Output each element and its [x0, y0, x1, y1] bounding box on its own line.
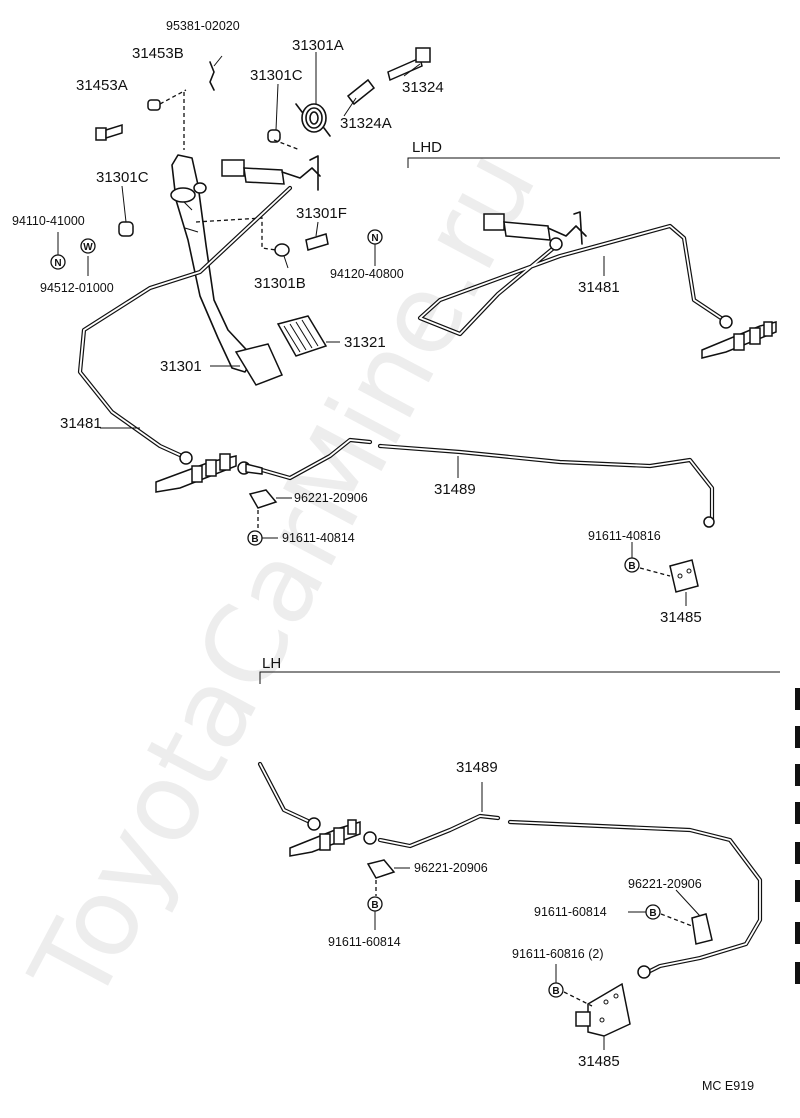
clip-96221-lh-b [691, 913, 713, 945]
watermark-text: ToyotaCarMine.ru [7, 130, 561, 1023]
section-label-lh: LH [262, 655, 281, 672]
label-95381-02020: 95381-02020 [166, 19, 240, 33]
bushing-31301c-left [118, 221, 134, 237]
lhd-master-cylinder [483, 211, 587, 245]
washer-symbol-94512: W [80, 238, 96, 254]
label-31301c-top: 31301C [250, 67, 303, 84]
clip-96221-main [248, 489, 278, 509]
label-91611-40816: 91611-40816 [588, 529, 661, 543]
svg-text:N: N [371, 233, 378, 244]
bushing-31301b [274, 243, 290, 257]
collar-31324a [346, 78, 376, 106]
label-91611-40814: 91611-40814 [282, 531, 355, 545]
pedal-pad-rubber [276, 315, 328, 357]
lh-assembly: B B B [257, 761, 763, 1050]
right-edge-marks [795, 688, 800, 984]
lh-section-bracket [259, 671, 780, 684]
clutch-pipe-31489-main [259, 437, 715, 523]
bolt-31324 [387, 47, 431, 82]
union-bracket-main [155, 451, 263, 493]
svg-text:B: B [371, 900, 378, 911]
nut-symbol-94110: N [50, 254, 66, 270]
label-31453b: 31453B [132, 45, 184, 62]
return-spring [295, 103, 331, 137]
label-31301c-left: 31301C [96, 169, 149, 186]
bolt-symbol-91611-60814-a: B [367, 896, 383, 912]
svg-text:N: N [54, 258, 61, 269]
label-31489-lh: 31489 [456, 759, 498, 776]
svg-text:B: B [628, 561, 635, 572]
svg-text:B: B [552, 986, 559, 997]
clutch-pipe-lh-inlet [257, 761, 313, 825]
section-label-lhd: LHD [412, 139, 442, 156]
part-labels: 95381-02020 31453B 31453A 31301A 31301C … [12, 19, 702, 1070]
label-31301f: 31301F [296, 205, 347, 222]
union-bracket-lhd [701, 315, 777, 359]
label-91611-60814-a: 91611-60814 [328, 935, 401, 949]
label-31453a: 31453A [76, 77, 128, 94]
bolt-symbol-91611-40816: B [624, 557, 640, 573]
label-31301: 31301 [160, 358, 202, 375]
bracket-31485-main [669, 559, 699, 593]
lhd-assembly [417, 211, 777, 359]
label-94120-40800: 94120-40800 [330, 267, 404, 281]
clutch-pipe-31489-lh [377, 813, 763, 975]
label-31324: 31324 [402, 79, 444, 96]
label-31301b: 31301B [254, 275, 306, 292]
diagram-code: MC E919 [702, 1079, 754, 1093]
label-31485-main: 31485 [660, 609, 702, 626]
label-96221-20906-lh-a: 96221-20906 [414, 861, 488, 875]
label-96221-20906-lh-b: 96221-20906 [628, 877, 702, 891]
clutch-pipe-31481-lhd [417, 223, 727, 337]
label-91611-60814-b: 91611-60814 [534, 905, 607, 919]
label-31485-lh: 31485 [578, 1053, 620, 1070]
label-31489-main: 31489 [434, 481, 476, 498]
label-96221-20906-main: 96221-20906 [294, 491, 368, 505]
label-91611-60816: 91611-60816 (2) [512, 947, 604, 961]
bushing-31453b [147, 99, 161, 111]
clutch-master-cylinder [221, 155, 321, 191]
clip-95381 [209, 61, 215, 91]
bushing-31301c-top [267, 129, 281, 143]
svg-text:W: W [83, 242, 93, 253]
clutch-pedal-assembly [95, 47, 431, 386]
union-bracket-lh [289, 817, 377, 857]
bolt-31301f [305, 233, 329, 251]
bracket-31485-lh [575, 982, 631, 1037]
label-31481-lhd: 31481 [578, 279, 620, 296]
bolt-symbol-91611-60816: B [548, 982, 564, 998]
lhd-section-bracket [407, 157, 780, 168]
label-31324a: 31324A [340, 115, 392, 132]
clutch-pipe-31481-main [77, 185, 293, 459]
label-94512-01000: 94512-01000 [40, 281, 114, 295]
label-31481-main: 31481 [60, 415, 102, 432]
label-94110-41000: 94110-41000 [12, 214, 85, 228]
svg-text:B: B [251, 534, 258, 545]
bolt-symbol-91611-40814: B [247, 530, 263, 546]
label-31301a: 31301A [292, 37, 344, 54]
svg-text:B: B [649, 908, 656, 919]
nut-symbol-94120: N [367, 229, 383, 245]
clip-96221-lh-a [366, 859, 396, 879]
leader-lines [100, 52, 605, 812]
bolt-symbol-91611-60814-b: B [645, 904, 661, 920]
label-31321: 31321 [344, 334, 386, 351]
bolt-31453a [95, 123, 123, 141]
